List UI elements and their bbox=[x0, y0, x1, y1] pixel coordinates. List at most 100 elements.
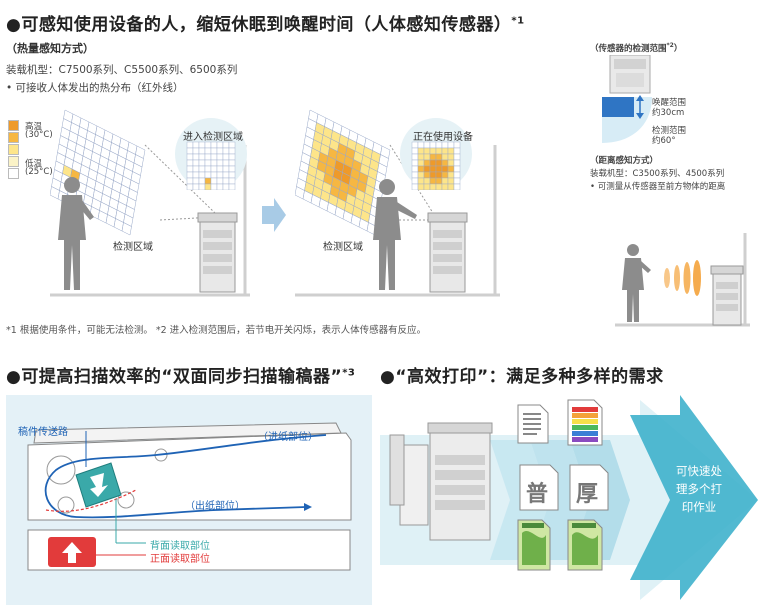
heat-mode-title: （热量感知方式） bbox=[6, 42, 94, 55]
legend-high-temp: (30°C) bbox=[25, 130, 53, 140]
heat-cell bbox=[121, 222, 132, 236]
zoom-cell bbox=[435, 183, 443, 191]
legend-swatch-mid bbox=[8, 132, 19, 143]
distance-bullet: • 可测量从传感器至前方物体的距离 bbox=[590, 182, 726, 192]
zoom-cell bbox=[198, 147, 206, 155]
zoom-cell bbox=[423, 177, 431, 185]
legend-low-label: 低温 bbox=[25, 159, 43, 169]
legend-swatch-low bbox=[8, 168, 19, 179]
back-read-unit bbox=[75, 462, 122, 508]
document-text bbox=[517, 404, 549, 444]
heat-grid-left bbox=[50, 109, 146, 236]
zoom-cell bbox=[204, 165, 212, 173]
zoom-cell bbox=[210, 183, 218, 191]
zoom-cell bbox=[411, 177, 419, 185]
zoom-cell bbox=[447, 153, 455, 161]
zoom-cell bbox=[216, 153, 224, 161]
zoom-cell bbox=[204, 177, 212, 185]
paper-path bbox=[44, 434, 327, 519]
legend-swatch-high bbox=[8, 120, 19, 131]
zoom-circle-left bbox=[175, 118, 247, 191]
zoom-cell bbox=[447, 177, 455, 185]
arrow-text-line-2: 理多个打 bbox=[676, 482, 722, 496]
zoom-cell bbox=[228, 147, 236, 155]
zoom-cell bbox=[423, 165, 431, 173]
zoom-cell bbox=[429, 159, 437, 167]
document-color bbox=[567, 399, 603, 446]
zoom-cell bbox=[228, 183, 236, 191]
zoom-cell bbox=[453, 183, 461, 191]
zoom-cell bbox=[441, 153, 449, 161]
zoom-cell bbox=[186, 171, 194, 179]
zoom-cell bbox=[192, 183, 200, 191]
section1-title: ●可感知使用设备的人，缩短休眠到唤醒时间（人体感知传感器）*1 bbox=[6, 15, 525, 35]
detect-zone-left: 检测区域 bbox=[113, 242, 153, 253]
zoom-cell bbox=[453, 159, 461, 167]
detect-zone-right: 检测区域 bbox=[323, 242, 363, 253]
zoom-cell bbox=[198, 183, 206, 191]
heat-grid-right bbox=[295, 109, 391, 236]
zoom-cell bbox=[228, 171, 236, 179]
zoom-cell bbox=[423, 159, 431, 167]
zoom-cell bbox=[186, 159, 194, 167]
arrow-text-line-1: 可快速处 bbox=[676, 464, 722, 478]
zoom-cell bbox=[429, 183, 437, 191]
zoom-cell bbox=[198, 153, 206, 161]
zoom-cell bbox=[192, 171, 200, 179]
legend-swatch-lighter bbox=[8, 156, 19, 167]
printer-left bbox=[197, 212, 238, 293]
printer-right bbox=[427, 212, 468, 293]
zoom-cell bbox=[435, 165, 443, 173]
zoom-cell bbox=[435, 159, 443, 167]
zoom-cell bbox=[186, 183, 194, 191]
zoom-cell bbox=[429, 171, 437, 179]
distance-waves bbox=[664, 260, 701, 296]
enter-zone-scene bbox=[50, 109, 250, 297]
zoom-cell bbox=[453, 177, 461, 185]
zoom-cell bbox=[411, 159, 419, 167]
printer-complex bbox=[389, 422, 493, 541]
zoom-cell bbox=[210, 159, 218, 167]
legend-high-label: 高温 bbox=[25, 122, 43, 132]
zoom-cell bbox=[216, 147, 224, 155]
zoom-cell bbox=[417, 165, 425, 173]
zoom-cell bbox=[210, 153, 218, 161]
zoom-cell bbox=[447, 147, 455, 155]
zoom-cell bbox=[453, 153, 461, 161]
arrow-text: 可快速处 理多个打 印作业 bbox=[668, 462, 730, 516]
zoom-cell bbox=[192, 147, 200, 155]
section3-title: ●“高效打印”：满足多种多样的需求 bbox=[380, 367, 664, 387]
zoom-cell bbox=[417, 171, 425, 179]
map-doc-left bbox=[517, 519, 551, 571]
zoom-cell bbox=[204, 159, 212, 167]
zoom-circle-right bbox=[400, 118, 472, 191]
zoom-cell bbox=[210, 165, 218, 173]
zoom-cell bbox=[447, 171, 455, 179]
zoom-cell bbox=[192, 153, 200, 161]
plain-paper-doc bbox=[519, 464, 559, 511]
zoom-cell bbox=[441, 171, 449, 179]
zoom-cell bbox=[423, 153, 431, 161]
enter-zone-label: 进入检测区域 bbox=[183, 132, 243, 143]
zoom-cell bbox=[423, 183, 431, 191]
zoom-cell bbox=[441, 147, 449, 155]
adf-diagram-panel bbox=[6, 395, 372, 605]
zoom-cell bbox=[447, 183, 455, 191]
zoom-cell bbox=[441, 159, 449, 167]
zoom-cell bbox=[417, 159, 425, 167]
zoom-cell bbox=[198, 171, 206, 179]
adf-diagram bbox=[27, 422, 352, 571]
zoom-cell bbox=[417, 153, 425, 161]
zoom-cell bbox=[429, 165, 437, 173]
zoom-cell bbox=[228, 153, 236, 161]
sensor-range-diagram bbox=[602, 55, 652, 143]
zoom-cell bbox=[216, 165, 224, 173]
zoom-cell bbox=[429, 177, 437, 185]
zoom-cell bbox=[192, 177, 200, 185]
zoom-cell bbox=[210, 177, 218, 185]
plain-paper-label: 普 bbox=[526, 482, 549, 507]
zoom-cell bbox=[447, 165, 455, 173]
output-part-label: （出纸部位） bbox=[185, 501, 245, 512]
zoom-grid-right bbox=[411, 141, 461, 191]
zoom-cell bbox=[435, 147, 443, 155]
